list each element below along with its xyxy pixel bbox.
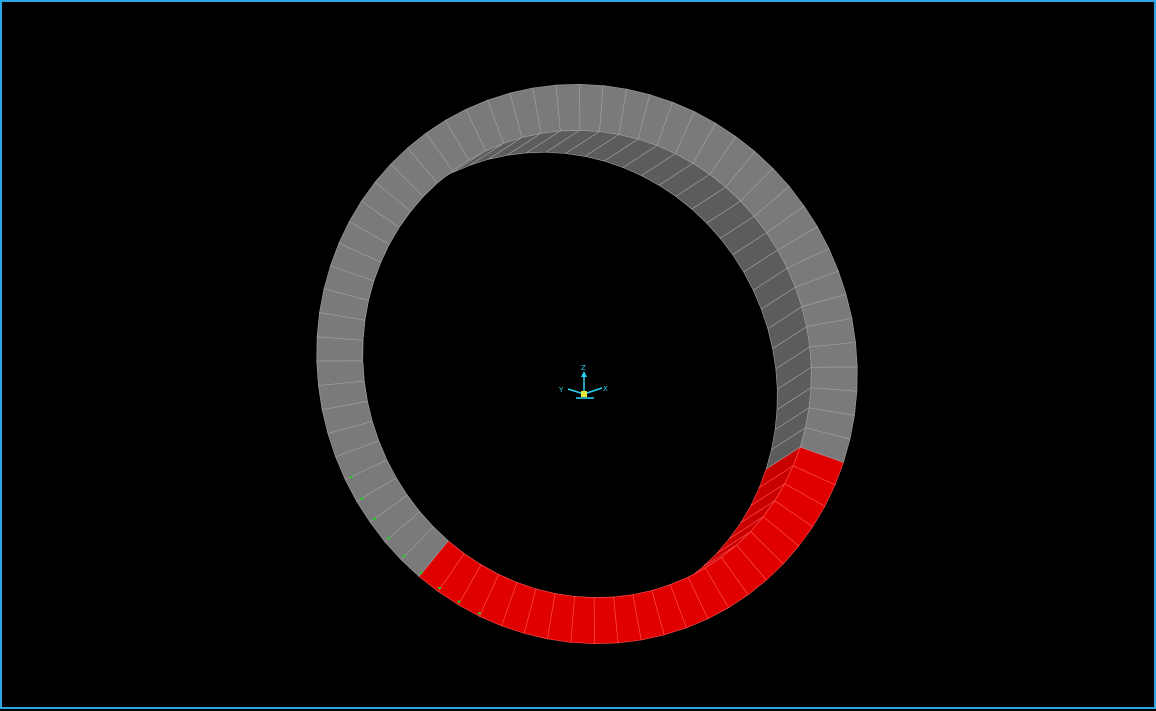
node-marker (477, 612, 481, 615)
selected-ring-element-face[interactable] (570, 596, 595, 645)
ring-element-face[interactable] (809, 342, 858, 368)
node-marker (457, 600, 461, 603)
lining-ring[interactable] (316, 83, 858, 645)
triad-z-label: Z (581, 364, 586, 372)
ring-element-face[interactable] (799, 427, 851, 463)
triad-z-arrow (581, 371, 587, 377)
triad-origin (581, 391, 587, 397)
ring-element-face[interactable] (579, 83, 604, 132)
ring-element-face[interactable] (316, 336, 364, 362)
coordinate-triad: Z Y X (558, 364, 608, 399)
node-marker (438, 587, 441, 589)
node-marker (402, 555, 406, 558)
selected-ring-element-face[interactable] (593, 596, 619, 645)
ring-element-face[interactable] (810, 366, 858, 392)
node-marker (349, 476, 353, 479)
node-marker (419, 571, 423, 574)
ring-element-face[interactable] (555, 83, 581, 132)
node-marker (360, 497, 364, 500)
ring-element-face[interactable] (316, 360, 365, 386)
triad-y-label: Y (558, 386, 564, 394)
node-marker (373, 517, 376, 520)
node-markers (349, 476, 481, 615)
triad-x-label: X (603, 385, 608, 393)
node-marker (387, 537, 391, 540)
